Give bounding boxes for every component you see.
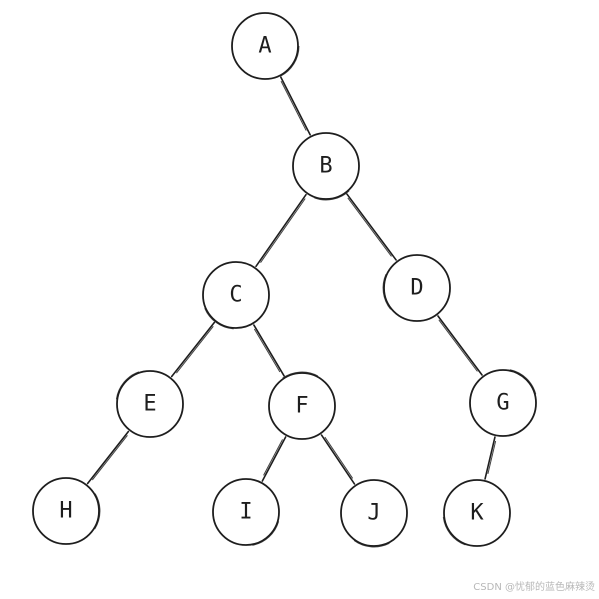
node-circle-b: [292, 132, 360, 200]
node-outline-sketch-c: [204, 308, 234, 330]
edge-a-b: [280, 76, 311, 136]
node-outline-sketch-b: [314, 190, 350, 201]
edge-sketch-f-i: [263, 439, 283, 476]
node-g: G: [469, 369, 537, 437]
edge-sketch-c-f: [254, 328, 281, 373]
node-k: K: [442, 479, 511, 547]
node-j: J: [340, 479, 408, 548]
node-outline-sketch-e: [115, 371, 140, 400]
edge-sketch-f-j: [324, 436, 353, 479]
edge-g-k: [484, 436, 496, 480]
node-label-b: B: [319, 154, 332, 179]
node-circle-k: [443, 479, 511, 547]
node-circle-h: [32, 477, 100, 545]
node-label-k: K: [470, 501, 484, 526]
edge-sketch-b-d: [347, 197, 392, 257]
node-label-e: E: [143, 392, 156, 417]
edge-e-h: [86, 430, 130, 485]
node-outline-sketch-i: [252, 521, 280, 546]
node-circle-g: [469, 369, 537, 437]
node-outline-sketch-j: [353, 539, 390, 548]
node-circle-j: [340, 479, 408, 547]
node-label-j: J: [367, 501, 380, 526]
node-c: C: [202, 261, 270, 330]
node-outline-sketch-a: [280, 45, 300, 77]
node-h: H: [32, 477, 101, 545]
node-circle-i: [212, 478, 280, 546]
edge-f-j: [320, 434, 356, 485]
edge-f-i: [261, 436, 287, 482]
node-circle-a: [231, 12, 299, 80]
node-label-c: C: [229, 283, 242, 308]
node-circle-d: [383, 254, 451, 322]
edge-sketch-b-c: [260, 198, 306, 263]
node-label-d: D: [410, 276, 423, 301]
node-label-h: H: [59, 499, 72, 524]
node-b: B: [292, 132, 360, 201]
node-circle-e: [116, 370, 184, 438]
edge-sketch-c-e: [176, 326, 214, 374]
edge-b-d: [346, 193, 397, 261]
node-e: E: [115, 370, 184, 438]
edge-sketch-d-g: [438, 319, 478, 372]
node-f: F: [268, 371, 336, 440]
node-label-f: F: [295, 394, 308, 419]
nodes-layer: A B C D E F G H I J K: [32, 12, 537, 548]
node-outline-sketch-k: [442, 517, 466, 546]
node-label-a: A: [258, 34, 271, 59]
edges-layer: [86, 76, 497, 485]
node-outline-sketch-h: [94, 493, 101, 530]
edge-c-e: [170, 321, 216, 378]
node-outline-sketch-d: [382, 273, 392, 310]
node-circle-f: [268, 372, 336, 440]
node-outline-sketch-g: [509, 369, 537, 395]
node-i: I: [212, 478, 280, 546]
node-a: A: [231, 12, 300, 80]
node-circle-c: [202, 261, 270, 329]
edge-b-c: [255, 193, 307, 268]
edge-sketch-g-k: [487, 440, 497, 474]
node-outline-sketch-f: [282, 371, 319, 379]
node-label-i: I: [239, 500, 252, 525]
edge-d-g: [437, 315, 483, 376]
edge-c-f: [253, 324, 285, 377]
edge-sketch-a-b: [280, 80, 307, 131]
node-label-g: G: [496, 391, 509, 416]
watermark-text: CSDN @忧郁的蓝色麻辣烫: [473, 582, 595, 593]
node-d: D: [382, 254, 451, 322]
edge-sketch-e-h: [92, 435, 128, 481]
